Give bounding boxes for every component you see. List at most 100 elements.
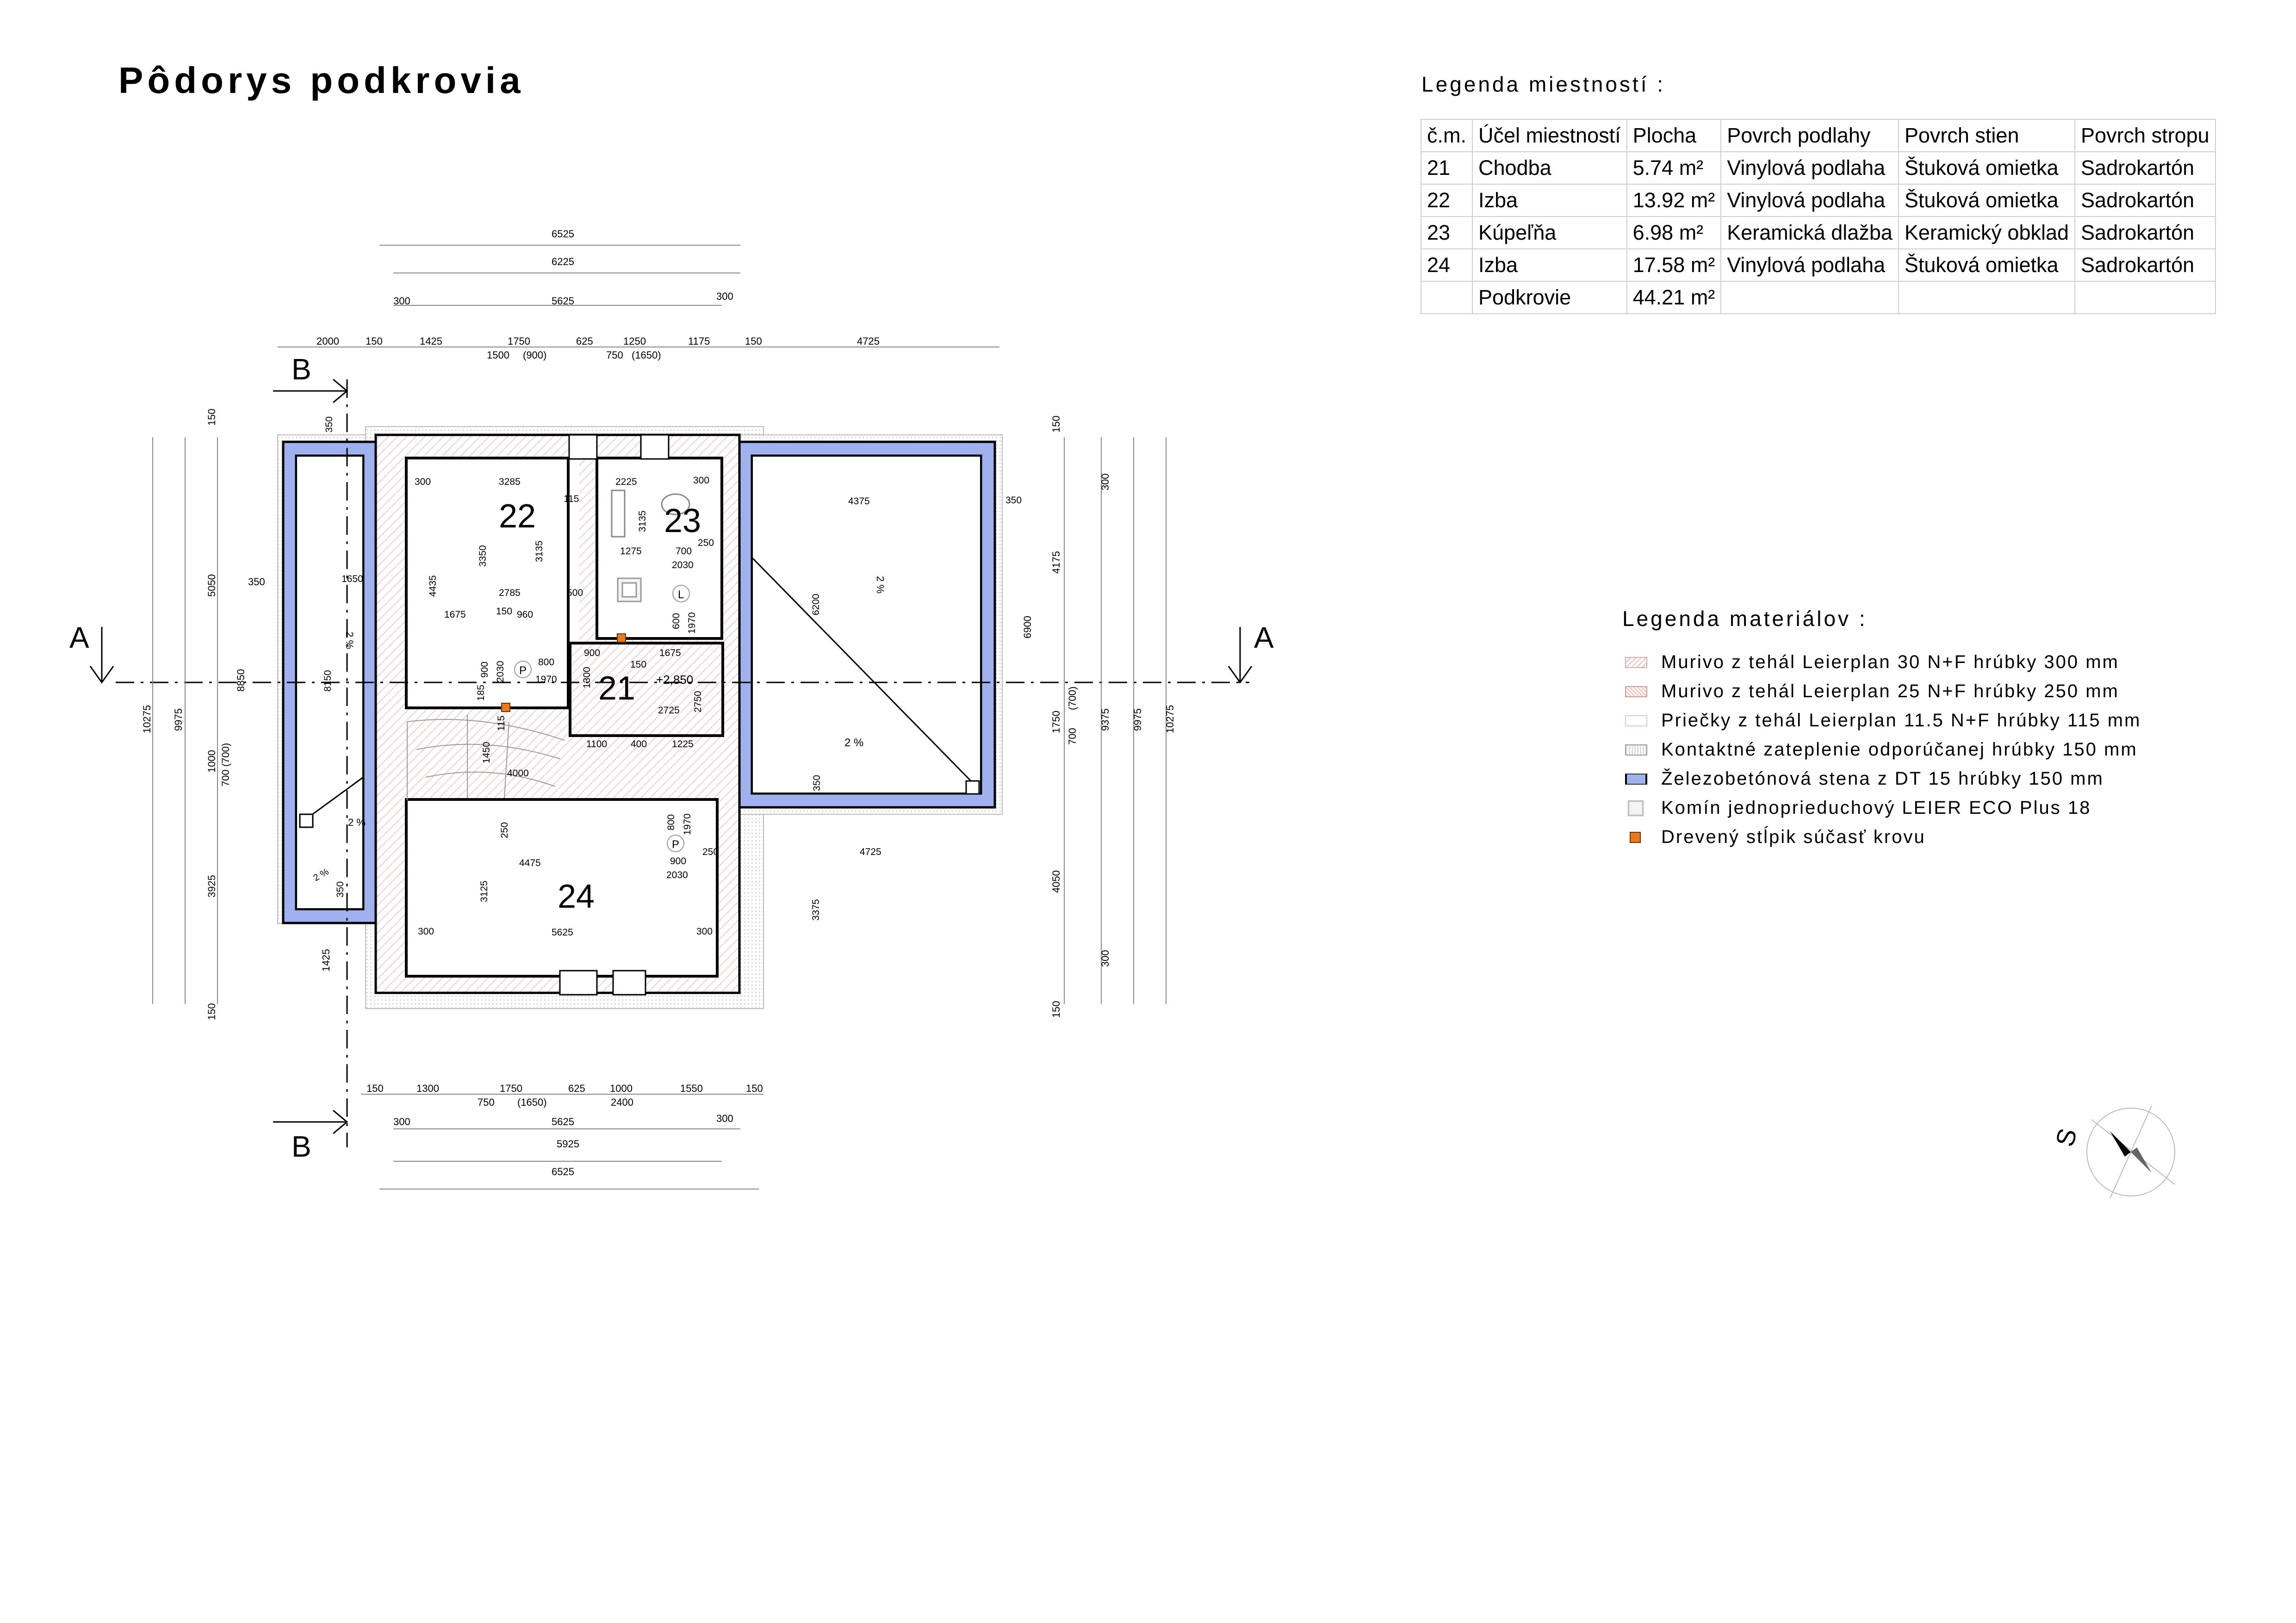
dim-label: 350: [1005, 495, 1022, 506]
door-mark-p: P: [519, 664, 527, 677]
dim-label: 1425: [320, 949, 332, 972]
section-mark-b-bottom: B: [292, 1130, 311, 1163]
dim-label: 5625: [552, 295, 574, 307]
dim-label: 1250: [623, 335, 646, 347]
zelezobeton-swatch-icon: [1625, 773, 1647, 785]
dim-label: 300: [1099, 950, 1111, 967]
table-cell: [2074, 281, 2216, 314]
dim-label: 2030: [495, 661, 506, 682]
dim-label: 750: [478, 1096, 495, 1108]
slope-mark: 2 %: [875, 576, 886, 594]
dim-label: 6200: [811, 594, 821, 615]
table-cell: Štuková omietka: [1898, 184, 2076, 217]
table-cell: Vinylová podlaha: [1720, 184, 1899, 217]
dim-label: 4175: [1050, 551, 1062, 574]
chimney: [617, 577, 642, 602]
stlpik-swatch-icon: [1630, 831, 1641, 843]
dim-label: 250: [702, 847, 719, 857]
dim-label: 115: [496, 716, 507, 731]
bathroom-fixtures: [611, 489, 690, 538]
dim-label: (1650): [517, 1096, 547, 1108]
dim-label: 6900: [1022, 616, 1033, 638]
dim-label: 3350: [478, 545, 488, 567]
dim-label: 300: [418, 926, 434, 937]
dim-label: 5625: [552, 1116, 574, 1127]
dim-label: 1500: [487, 349, 509, 361]
table-cell: Štuková omietka: [1898, 248, 2076, 282]
dim-label: 150: [1050, 1001, 1062, 1018]
dim-label: 350: [248, 576, 265, 588]
dim-label: 1970: [687, 612, 697, 634]
slope-mark: 2 %: [344, 632, 355, 649]
material-legend: Murivo z tehál Leierplan 30 N+F hrúbky 3…: [1625, 648, 2141, 852]
dim-label: 1300: [416, 1083, 439, 1094]
dim-label: 800: [538, 657, 554, 668]
dim-label: 3135: [534, 540, 545, 562]
murivo25-swatch-icon: [1625, 686, 1647, 697]
table-cell: 44.21 m²: [1626, 281, 1722, 314]
room-table-header-cell: Plocha: [1626, 119, 1722, 152]
page-title: Pôdorys podkrovia: [118, 60, 525, 101]
dim-label: 1750: [1050, 711, 1062, 733]
dim-label: 10275: [141, 705, 153, 733]
dim-label: 150: [746, 1083, 763, 1094]
dim-label: 900: [479, 662, 490, 678]
dim-label: 700 (700): [220, 743, 231, 787]
dim-label: 600: [671, 613, 682, 629]
window-openings: [559, 434, 670, 996]
material-legend-label: Murivo z tehál Leierplan 30 N+F hrúbky 3…: [1661, 652, 2119, 672]
dim-label: 9975: [173, 708, 184, 731]
room-table-header-cell: Účel miestností: [1472, 119, 1627, 152]
material-legend-item: Drevený stĺpik súčasť krovu: [1625, 823, 2141, 852]
bottom-dimensions: 150 1300 1750 625 1000 1550 150 750 (165…: [366, 1083, 763, 1177]
table-cell: Sadrokartón: [2074, 151, 2216, 185]
level-mark: +2,850: [656, 673, 693, 687]
timber-post: [617, 633, 626, 643]
material-legend-label: Kontaktné zateplenie odporúčanej hrúbky …: [1661, 739, 2138, 760]
right-dimensions: 150 300 4175 6900 1750 700 (700) 9375 99…: [1022, 415, 1176, 1018]
section-lines: [101, 379, 1249, 1147]
table-cell: 24: [1421, 248, 1473, 282]
dim-label: 150: [366, 335, 383, 347]
dim-label: 1970: [535, 674, 557, 685]
room-number-24: 24: [558, 878, 595, 915]
dim-label: 350: [324, 416, 335, 433]
dim-label: 700: [1067, 728, 1078, 745]
dim-label: 4375: [848, 496, 870, 507]
table-cell: Izba: [1472, 248, 1627, 282]
room-outlines: [405, 457, 724, 978]
dim-label: 1425: [420, 335, 442, 347]
dim-label: 350: [812, 775, 822, 791]
room-legend-title: Legenda miestností :: [1421, 72, 1666, 96]
murivo30-swatch-icon: [1625, 657, 1647, 668]
material-legend-label: Železobetónová stena z DT 15 hrúbky 150 …: [1661, 768, 2104, 789]
table-cell: 5.74 m²: [1626, 151, 1722, 185]
dim-label: 5625: [552, 927, 573, 938]
table-cell: 21: [1421, 151, 1473, 185]
dim-label: 250: [698, 538, 714, 548]
dim-label: 5925: [557, 1138, 579, 1150]
dim-label: 4435: [428, 575, 438, 597]
dim-label: 150: [630, 659, 646, 670]
dim-label: 1750: [508, 335, 530, 347]
dim-label: 185: [476, 685, 486, 701]
table-cell: Keramická dlažba: [1720, 216, 1899, 249]
table-cell: Sadrokartón: [2074, 216, 2216, 249]
section-mark-a-left: A: [69, 621, 89, 654]
material-legend-title: Legenda materiálov :: [1622, 607, 1868, 631]
dim-label: 4050: [1050, 870, 1062, 893]
dim-label: 300: [393, 1116, 410, 1127]
left-dimensions: 150 5050 1000 700 (700) 3925 150 9975 10…: [141, 409, 332, 1020]
dim-label: 150: [496, 606, 512, 617]
table-cell: Keramický obklad: [1898, 216, 2076, 249]
dim-label: 250: [499, 822, 510, 838]
table-cell: [1421, 281, 1473, 314]
dim-label: 150: [1050, 415, 1062, 433]
table-cell: 6.98 m²: [1626, 216, 1722, 249]
table-cell: 22: [1421, 184, 1473, 217]
material-legend-item: Murivo z tehál Leierplan 30 N+F hrúbky 3…: [1625, 648, 2141, 677]
dim-label: 150: [366, 1083, 384, 1094]
dim-label: 3125: [479, 880, 490, 902]
